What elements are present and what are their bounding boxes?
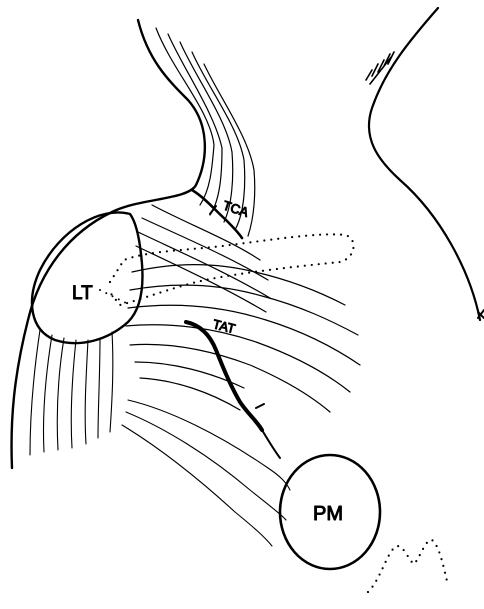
- right-contour-hatch: [366, 52, 394, 84]
- label-lt: LT: [72, 283, 93, 304]
- lower-left-fiber-lines: [30, 330, 113, 455]
- lower-fiber-lines: [122, 400, 290, 546]
- right-body-contour: [369, 8, 480, 320]
- label-pm: PM: [313, 503, 343, 525]
- neck-shoulder-contour: [12, 20, 205, 468]
- upper-fiber-lines: [136, 28, 270, 312]
- lt-outline: [32, 212, 142, 343]
- chest-fiber-lines: [126, 265, 360, 413]
- label-tca: TCA: [221, 198, 251, 220]
- lt-dotted-lines-2: [100, 290, 130, 305]
- label-tat: TAT: [211, 316, 237, 336]
- bottom-dotted-contour: [368, 540, 448, 592]
- tat-vessel-tail: [256, 404, 280, 458]
- tat-vessel: [186, 322, 262, 430]
